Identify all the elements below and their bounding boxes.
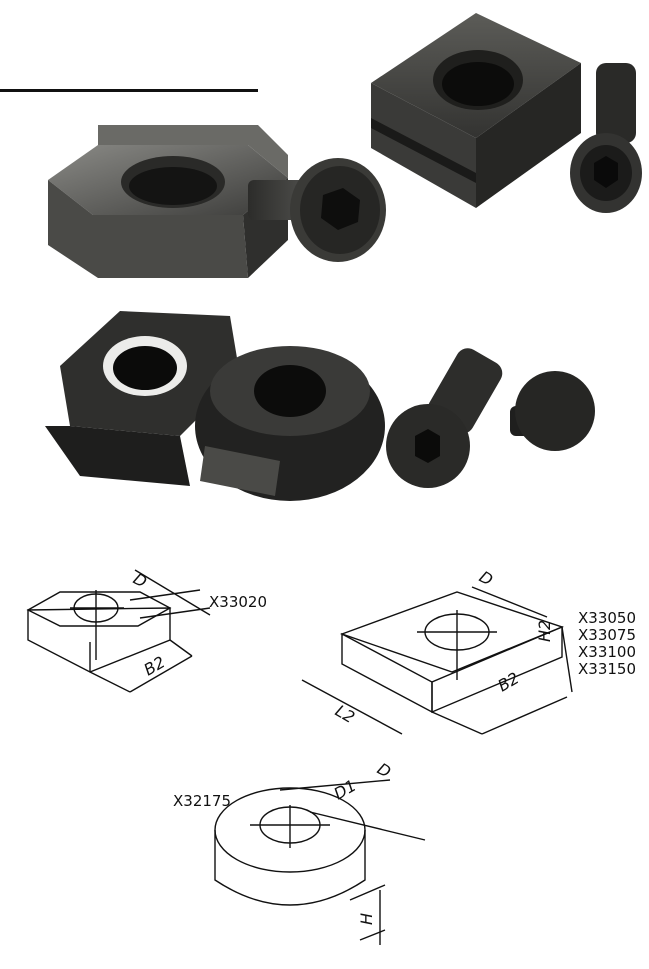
photo-slot-nut-round [45,311,595,501]
dim-h-label: H [357,913,376,925]
dim-d1-label: D1 [331,776,360,804]
dim-b2-label-1: B2 [141,652,169,679]
dim-h2-label: H2 [535,620,554,642]
drawing-x33020: D B2 [26,569,211,693]
dim-d-label-3: D [374,759,394,782]
label-x32175: X32175 [173,792,231,810]
dim-d-label-2: D [476,567,496,590]
code-x33075: X33075 [578,626,636,644]
code-x33150: X33150 [578,660,636,678]
code-list: X33050 X33075 X33100 X33150 [578,610,636,678]
code-x33050: X33050 [578,609,636,627]
label-x33020: X33020 [209,593,267,611]
dim-b2-label-2: B2 [495,668,523,695]
dim-l2-label: L2 [332,701,358,727]
photo-slot-nut-small [48,125,386,278]
photo-slot-nut-square [371,13,642,213]
header-rule [0,89,258,92]
drawing-x32175: D D1 H [214,759,426,945]
drawing-x33050-series: D L2 B2 H2 [301,567,573,735]
code-x33100: X33100 [578,643,636,661]
dim-d-label-1: D [130,569,150,592]
